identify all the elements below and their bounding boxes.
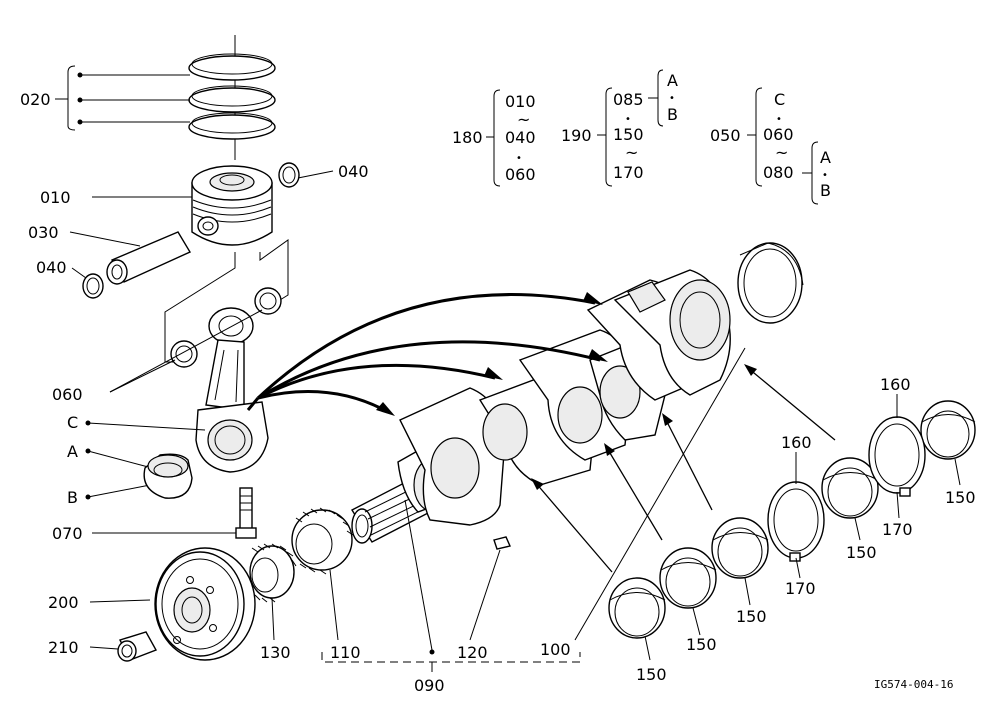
- set-050-tilde: ~: [775, 143, 788, 162]
- assembly-arrows: [246, 292, 608, 416]
- label-A: A: [67, 442, 78, 461]
- pulley-bolt: [89, 631, 158, 662]
- set-050-sub-a: A: [820, 148, 831, 167]
- label-200: 200: [48, 593, 79, 612]
- set-190-sub-dot: •: [669, 93, 675, 104]
- crank-pulley: [89, 547, 256, 661]
- label-150-b: 150: [686, 635, 717, 654]
- rod-leaders: [85, 309, 263, 500]
- label-150-e: 150: [945, 488, 976, 507]
- set-050-sub-dot: •: [822, 170, 828, 181]
- piston: [191, 165, 273, 246]
- ring-leaders: [55, 65, 190, 131]
- set-190-sub-a: A: [667, 71, 678, 90]
- rod-bolt: [92, 487, 257, 539]
- legend-bracket-050: [747, 87, 819, 205]
- label-150-d: 150: [846, 543, 877, 562]
- main-bearing-2: [659, 547, 717, 636]
- rod-bearing: [143, 453, 193, 499]
- label-C: C: [67, 413, 78, 432]
- gear-small: [249, 543, 297, 641]
- main-bearing-5: [920, 400, 976, 486]
- set-190-tilde: ~: [625, 143, 638, 162]
- label-020: 020: [20, 90, 51, 109]
- label-B: B: [67, 488, 78, 507]
- figure-id: IG574-004-16: [874, 678, 953, 691]
- set-180-dot: •: [516, 153, 522, 164]
- set-050-last: 080: [763, 163, 794, 182]
- label-040-lower: 040: [36, 258, 67, 277]
- label-070: 070: [52, 524, 83, 543]
- label-100: 100: [540, 640, 571, 659]
- label-130: 130: [260, 643, 291, 662]
- main-bearing-1: [608, 577, 666, 661]
- main-bearing-4: [821, 457, 879, 541]
- set-190-last: 170: [613, 163, 644, 182]
- label-110: 110: [330, 643, 361, 662]
- group-090-bracket: [321, 499, 581, 672]
- journal-arrows: [531, 364, 836, 573]
- piston-pin: [69, 231, 192, 285]
- set-180-last: 060: [505, 165, 536, 184]
- set-180-first: 010: [505, 92, 536, 111]
- legend-bracket-190: [597, 69, 664, 187]
- set-050-first: C: [774, 90, 785, 109]
- set-190-mid: 150: [613, 125, 644, 144]
- label-160-a: 160: [781, 433, 812, 452]
- gear-large: [291, 507, 354, 641]
- set-190-id: 190: [561, 126, 592, 145]
- label-210: 210: [48, 638, 79, 657]
- snap-ring-lower: [71, 267, 104, 299]
- label-170-a: 170: [785, 579, 816, 598]
- label-060: 060: [52, 385, 83, 404]
- rear-oil-seal: [574, 242, 804, 641]
- set-050-dot: •: [776, 114, 782, 125]
- label-150-a: 150: [636, 665, 667, 684]
- piston-rings: [188, 35, 276, 160]
- label-120: 120: [457, 643, 488, 662]
- label-160-b: 160: [880, 375, 911, 394]
- set-180-tilde: ~: [517, 110, 530, 129]
- set-180-mid: 040: [505, 128, 536, 147]
- snap-ring-upper: [278, 162, 334, 188]
- set-190-dot: •: [625, 114, 631, 125]
- set-180-id: 180: [452, 128, 483, 147]
- bushing-right: [254, 287, 282, 315]
- crankshaft: [351, 269, 731, 544]
- set-190-first: 085: [613, 90, 644, 109]
- set-050-sub-b: B: [820, 181, 831, 200]
- label-150-c: 150: [736, 607, 767, 626]
- thrust-washer-1: [767, 452, 825, 579]
- thrust-washer-2: [868, 394, 926, 519]
- connecting-rod: [195, 307, 269, 473]
- legend-bracket-180: [486, 89, 501, 187]
- label-030: 030: [28, 223, 59, 242]
- main-bearing-3: [711, 517, 769, 606]
- label-170-b: 170: [882, 520, 913, 539]
- bushing-left: [170, 340, 198, 368]
- set-050-id: 050: [710, 126, 741, 145]
- label-090: 090: [414, 676, 445, 695]
- label-040-upper: 040: [338, 162, 369, 181]
- woodruff-key: [469, 536, 511, 641]
- label-010: 010: [40, 188, 71, 207]
- set-190-sub-b: B: [667, 105, 678, 124]
- set-050-mid: 060: [763, 125, 794, 144]
